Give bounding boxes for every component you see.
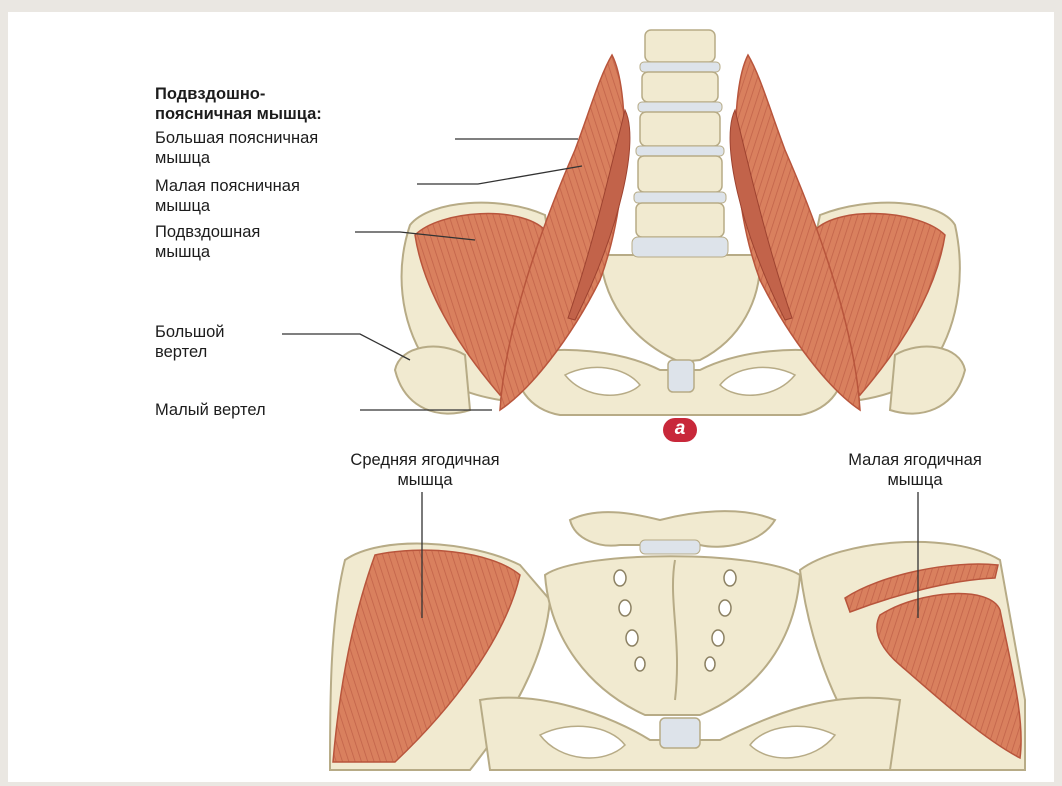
label-gluteus-medius: Средняя ягодичная мышца bbox=[280, 450, 570, 490]
label-lesser-trochanter: Малый вертел bbox=[155, 400, 266, 420]
anterior-view bbox=[282, 30, 965, 415]
label-greater-trochanter: Большой вертел bbox=[155, 322, 225, 362]
posterior-disc bbox=[640, 540, 700, 554]
psoas-minor-leader bbox=[417, 166, 582, 184]
right-femur-head bbox=[890, 347, 965, 414]
lumbar-spine bbox=[632, 30, 728, 257]
iliopsoas-header: Подвздошно- поясничная мышца: bbox=[155, 84, 322, 124]
label-psoas-major: Большая поясничная мышца bbox=[155, 128, 318, 168]
sacrum-bone bbox=[600, 255, 760, 362]
panel-badge: a bbox=[663, 418, 697, 442]
label-iliacus: Подвздошная мышца bbox=[155, 222, 260, 262]
posterior-symphysis bbox=[660, 718, 700, 748]
posterior-view bbox=[330, 492, 1025, 770]
pubic-symphysis bbox=[668, 360, 694, 392]
label-gluteus-minimus: Малая ягодичная мышца bbox=[780, 450, 1050, 490]
left-femur-head bbox=[395, 347, 470, 414]
greater-trochanter-leader bbox=[282, 334, 410, 360]
label-psoas-minor: Малая поясничная мышца bbox=[155, 176, 300, 216]
